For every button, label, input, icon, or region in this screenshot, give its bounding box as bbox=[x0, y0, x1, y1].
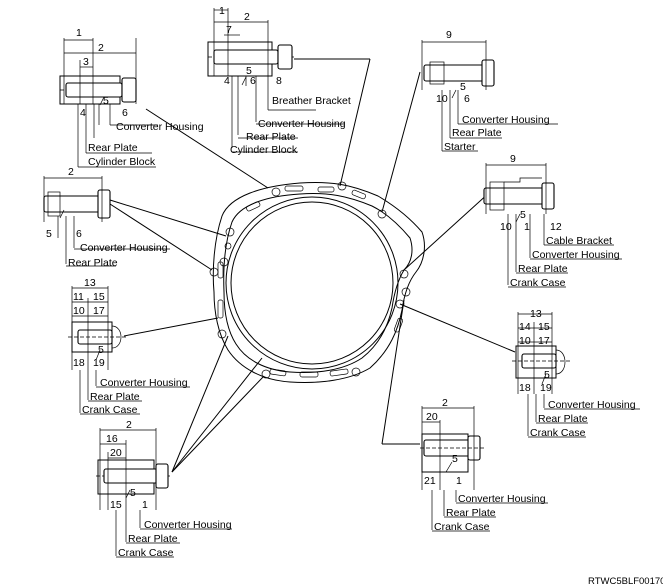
part-label: Converter Housing bbox=[100, 377, 188, 389]
dim-label: 5 bbox=[46, 228, 52, 240]
part-label: Cylinder Block bbox=[230, 144, 298, 156]
callout-mid-left: 2 5 6 Converter Housing Rear Plate bbox=[43, 166, 170, 269]
dim-label: 19 bbox=[540, 382, 552, 394]
dim-label: 6 bbox=[464, 93, 470, 105]
part-label: Rear Plate bbox=[538, 413, 588, 425]
dim-label: 4 bbox=[80, 107, 86, 119]
dim-label: 10 bbox=[73, 305, 85, 317]
dim-label: 1 bbox=[524, 221, 530, 233]
callout-mid-right: 9 5 10 1 12 Cable Bracket Converter Hous… bbox=[483, 153, 622, 289]
part-label: Rear Plate bbox=[446, 507, 496, 519]
dim-label: 1 bbox=[76, 27, 82, 39]
dim-label: 5 bbox=[103, 95, 109, 107]
dim-label: 4 bbox=[224, 75, 230, 87]
dim-label: 10 bbox=[519, 335, 531, 347]
part-label: Converter Housing bbox=[532, 249, 620, 261]
part-label: Rear Plate bbox=[128, 533, 178, 545]
callout-lower-left: 13 11 15 10 17 5 18 19 Converter Housing… bbox=[68, 277, 190, 416]
callout-lower-right: 13 14 15 10 17 5 18 19 Converter Housing… bbox=[512, 308, 640, 439]
dim-label: 10 bbox=[436, 93, 448, 105]
dim-label: 5 bbox=[246, 65, 252, 77]
dim-label: 15 bbox=[93, 291, 105, 303]
part-label: Converter Housing bbox=[258, 118, 346, 130]
dim-label: 13 bbox=[530, 308, 542, 320]
part-label: Crank Case bbox=[530, 427, 586, 439]
part-label: Rear Plate bbox=[246, 131, 296, 143]
dim-label: 2 bbox=[244, 11, 250, 23]
dim-label: 14 bbox=[519, 321, 531, 333]
dim-label: 5 bbox=[452, 453, 458, 465]
dim-label: 1 bbox=[142, 499, 148, 511]
part-label: Converter Housing bbox=[144, 519, 232, 531]
callout-top-left: 1 2 3 5 4 6 Converter Housing Rear Plate… bbox=[59, 27, 204, 168]
dim-label: 18 bbox=[519, 382, 531, 394]
dim-label: 3 bbox=[83, 56, 89, 68]
dim-label: 9 bbox=[510, 153, 516, 165]
dim-label: 12 bbox=[550, 221, 562, 233]
dim-label: 17 bbox=[538, 335, 550, 347]
callout-bottom-center: 2 20 5 21 1 Converter Housing Rear Plate… bbox=[420, 397, 548, 533]
part-label: Crank Case bbox=[82, 404, 138, 416]
callout-top-right: 9 5 10 6 Converter Housing Rear Plate St… bbox=[421, 29, 558, 153]
dim-label: 5 bbox=[460, 81, 466, 93]
dim-label: 20 bbox=[110, 447, 122, 459]
part-label: Rear Plate bbox=[68, 257, 118, 269]
dim-label: 2 bbox=[126, 419, 132, 431]
dim-label: 5 bbox=[98, 344, 104, 356]
dim-label: 1 bbox=[219, 5, 225, 17]
dim-label: 5 bbox=[544, 369, 550, 381]
dim-label: 9 bbox=[446, 29, 452, 41]
dim-label: 6 bbox=[250, 75, 256, 87]
dim-label: 17 bbox=[93, 305, 105, 317]
part-label: Converter Housing bbox=[548, 399, 636, 411]
dim-label: 13 bbox=[84, 277, 96, 289]
leader-lines bbox=[109, 58, 516, 473]
callout-top-center: 1 2 7 5 4 6 8 Breather Bracket Converter… bbox=[207, 5, 351, 156]
part-label: Converter Housing bbox=[116, 121, 204, 133]
part-label: Crank Case bbox=[510, 277, 566, 289]
dim-label: 6 bbox=[122, 107, 128, 119]
dim-label: 15 bbox=[110, 499, 122, 511]
part-label: Converter Housing bbox=[462, 114, 550, 126]
part-label: Rear Plate bbox=[452, 127, 502, 139]
dim-label: 19 bbox=[93, 357, 105, 369]
part-label: Starter bbox=[444, 141, 476, 153]
part-label: Crank Case bbox=[118, 547, 174, 559]
part-label: Rear Plate bbox=[88, 142, 138, 154]
part-label: Rear Plate bbox=[90, 391, 140, 403]
dim-label: 2 bbox=[68, 166, 74, 178]
part-label: Breather Bracket bbox=[272, 95, 351, 107]
dim-label: 15 bbox=[538, 321, 550, 333]
dim-label: 11 bbox=[73, 291, 84, 303]
dim-label: 8 bbox=[276, 75, 282, 87]
dim-label: 21 bbox=[424, 475, 436, 487]
part-label: Cable Bracket bbox=[546, 235, 612, 247]
callout-bottom-left: 2 16 20 5 15 1 Converter Housing Rear Pl… bbox=[96, 419, 232, 559]
dim-label: 2 bbox=[98, 42, 104, 54]
part-label: Rear Plate bbox=[518, 263, 568, 275]
dim-label: 10 bbox=[500, 221, 512, 233]
dim-label: 2 bbox=[442, 397, 448, 409]
dim-label: 7 bbox=[226, 24, 232, 36]
converter-housing-plate bbox=[209, 181, 425, 383]
dim-label: 18 bbox=[73, 357, 85, 369]
figure-code: RTWC5BLF001701 bbox=[588, 576, 663, 587]
dim-label: 6 bbox=[76, 228, 82, 240]
dim-label: 20 bbox=[426, 411, 438, 423]
part-label: Converter Housing bbox=[80, 242, 168, 254]
dim-label: 5 bbox=[130, 487, 136, 499]
dim-label: 5 bbox=[520, 209, 526, 221]
part-label: Converter Housing bbox=[458, 493, 546, 505]
part-label: Crank Case bbox=[434, 521, 490, 533]
part-label: Cylinder Block bbox=[88, 156, 156, 168]
dim-label: 1 bbox=[456, 475, 462, 487]
converter-housing-label: Converter Housing bbox=[116, 121, 204, 133]
dim-label: 16 bbox=[106, 433, 118, 445]
